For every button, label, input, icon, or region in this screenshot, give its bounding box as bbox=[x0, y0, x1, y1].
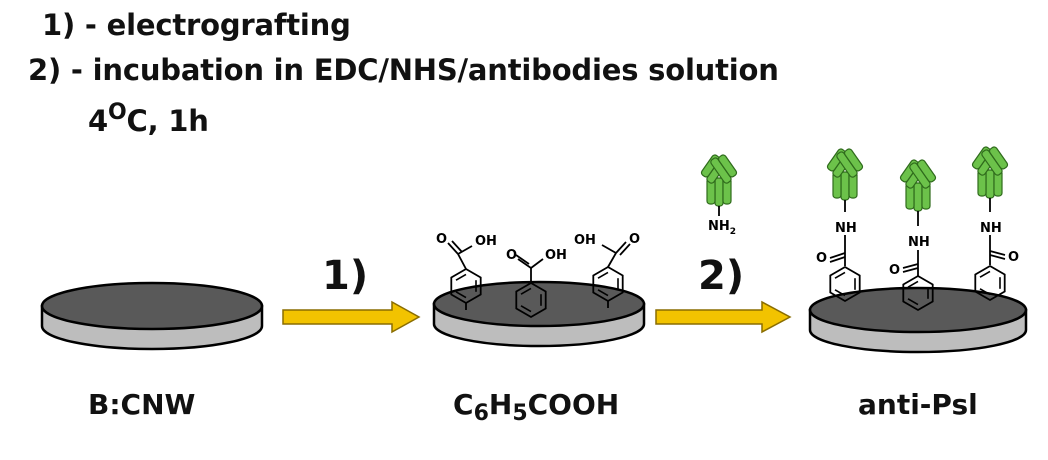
bare-electrode-disc bbox=[40, 281, 264, 351]
free-antibody: NH2 bbox=[698, 151, 740, 237]
arrow-step-2 bbox=[655, 300, 792, 334]
hydroxyl-label: OH bbox=[574, 233, 596, 248]
step-1-label: 1) bbox=[322, 253, 369, 299]
step-2-description: 2) - incubation in EDC/NHS/antibodies so… bbox=[28, 53, 779, 87]
grafted-electrode-disc bbox=[432, 280, 646, 348]
carbonyl-o: O bbox=[506, 248, 517, 263]
benzoic-acid-left: O OH bbox=[436, 232, 497, 310]
amide-nh-label: NH bbox=[980, 221, 1002, 236]
hydroxyl-label: OH bbox=[545, 248, 567, 263]
carbonyl-o: O bbox=[436, 232, 447, 247]
carbonyl-o: O bbox=[629, 232, 640, 247]
step-1-description: 1) - electrografting bbox=[42, 8, 351, 42]
arrow-step-1 bbox=[282, 300, 421, 334]
label-bare-electrode: B:CNW bbox=[88, 388, 196, 421]
formula-c-subscript: 6 bbox=[473, 401, 489, 426]
temperature-unit-and-time: C, 1h bbox=[126, 104, 209, 138]
formula-c: C bbox=[453, 388, 474, 421]
amine-label: NH2 bbox=[708, 219, 736, 237]
amide-nh-label: NH bbox=[908, 235, 930, 250]
degree-symbol: O bbox=[107, 100, 127, 125]
formula-rest: COOH bbox=[527, 388, 620, 421]
benzoic-acid-center: O OH bbox=[506, 248, 567, 318]
incubation-conditions: 4OC, 1h bbox=[88, 100, 209, 138]
immobilized-antibody-left: NH O bbox=[816, 145, 866, 302]
amide-o-label: O bbox=[816, 251, 827, 266]
label-benzoic-acid: C6H5COOH bbox=[453, 388, 620, 426]
immobilized-antibody-right: NH O bbox=[969, 143, 1019, 301]
benzoic-acid-right: OH O bbox=[574, 232, 640, 308]
amide-o-label: O bbox=[889, 263, 900, 278]
temperature-value: 4 bbox=[88, 104, 108, 138]
label-antibody-electrode: anti-Psl bbox=[858, 388, 978, 421]
amide-o-label: O bbox=[1008, 250, 1019, 265]
formula-h-subscript: 5 bbox=[512, 401, 528, 426]
amide-nh-label: NH bbox=[835, 221, 857, 236]
immobilized-antibody-center: NH O bbox=[889, 156, 939, 311]
formula-h: H bbox=[488, 388, 513, 421]
hydroxyl-label: OH bbox=[475, 234, 497, 249]
step-2-label: 2) bbox=[698, 253, 745, 299]
